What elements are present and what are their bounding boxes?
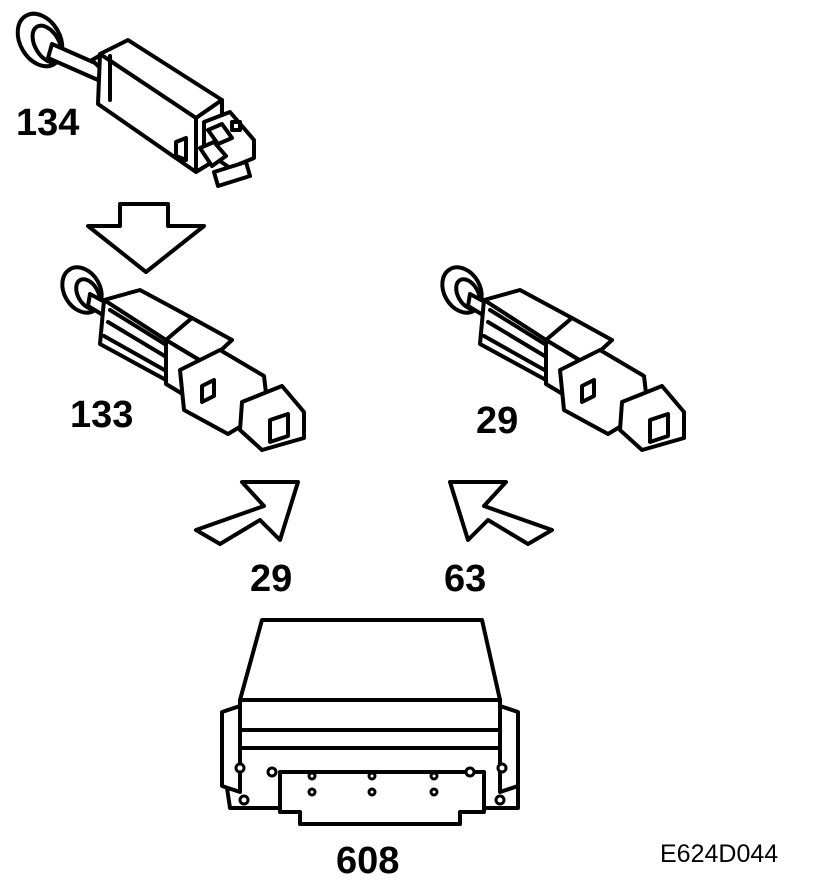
mounting-bracket-right	[498, 704, 520, 794]
label-switch-29: 29	[476, 400, 519, 442]
label-arrow-63: 63	[444, 558, 487, 600]
connect-arrow-left	[194, 480, 300, 546]
figure-code: E624D044	[660, 840, 779, 868]
switch-133-drawing	[60, 265, 306, 452]
mounting-bracket-left	[220, 704, 242, 794]
plug-socket	[648, 412, 670, 444]
label-arrow-29: 29	[250, 558, 293, 600]
connector-block	[278, 770, 486, 826]
latch-window	[580, 378, 596, 404]
switch-134-drawing	[15, 11, 256, 188]
label-switch-134: 134	[16, 102, 80, 144]
plug-socket	[268, 412, 290, 444]
rib	[482, 334, 550, 374]
latch-window	[200, 378, 216, 404]
control-unit-608-drawing	[220, 618, 520, 826]
terminal-connector	[174, 110, 256, 188]
rib	[486, 320, 550, 360]
label-switch-133: 133	[70, 394, 134, 436]
rib	[106, 320, 170, 360]
housing-body	[238, 698, 502, 750]
housing-top	[238, 618, 502, 702]
label-control-unit-608: 608	[336, 840, 400, 882]
connect-arrow-right	[448, 480, 554, 546]
rib	[108, 308, 170, 348]
screw-holes	[234, 762, 508, 806]
replace-arrow-down	[86, 202, 206, 274]
rib	[102, 334, 170, 374]
switch-29-drawing	[440, 265, 686, 452]
rib	[488, 308, 550, 348]
